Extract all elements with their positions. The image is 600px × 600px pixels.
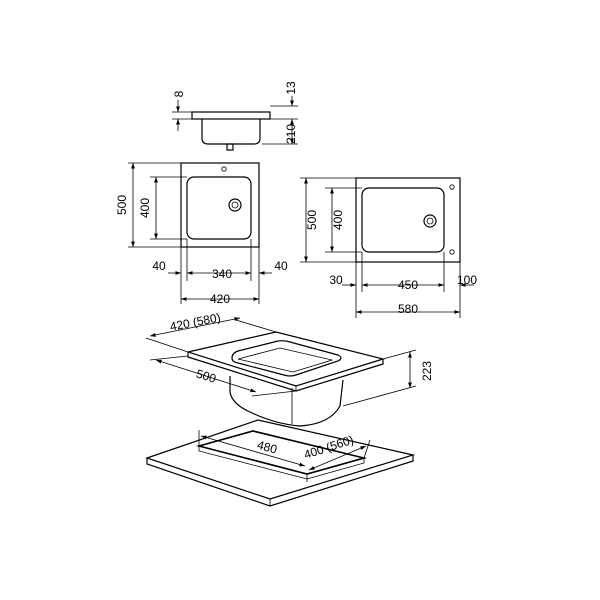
iso-sink-top-surface	[185, 331, 386, 387]
dim-large-bowl-height: 400	[331, 210, 345, 230]
dim-large-bowl-width: 450	[398, 278, 418, 292]
dim-small-bowl-width: 340	[212, 267, 232, 281]
large-sink-bowl	[361, 187, 445, 253]
dim-cut-depth: 480	[256, 438, 279, 457]
countertop-edge	[146, 455, 414, 507]
dim-iso-height: 223	[420, 361, 434, 381]
side-bowl	[201, 119, 261, 145]
dim-large-left: 30	[329, 273, 343, 287]
dim-side-depth: 210	[284, 124, 298, 144]
large-sink-outline	[355, 177, 461, 263]
dim-small-left: 40	[152, 259, 166, 273]
iso-sink-bowl-body	[229, 376, 344, 427]
dim-large-width: 580	[398, 302, 418, 316]
top-view-large-sink: 500 400 30 450 100 580	[300, 177, 477, 318]
countertop-surface	[145, 419, 416, 500]
countertop-cutout-view: 480 400 (560)	[145, 419, 416, 507]
large-sink-drain	[423, 214, 437, 228]
top-view-small-sink: 500 400 40 340 40 420	[115, 162, 288, 306]
dim-large-height: 500	[305, 210, 319, 230]
dim-iso-width: 420 (580)	[169, 310, 222, 334]
dim-small-right: 40	[274, 259, 288, 273]
small-sink-outline	[180, 162, 260, 248]
side-elevation-view: 8 13 210	[172, 81, 298, 151]
isometric-sink-view: 420 (580) 500 223	[145, 310, 434, 427]
dim-side-top: 13	[284, 81, 298, 95]
side-drain	[226, 143, 234, 151]
small-sink-bowl	[186, 176, 252, 240]
small-sink-tap-hole	[221, 166, 227, 172]
large-sink-overflow-hole	[449, 249, 455, 255]
large-sink-tap-hole	[449, 184, 455, 190]
dim-small-height: 500	[115, 195, 129, 215]
dim-side-rim: 8	[172, 90, 186, 97]
dim-iso-depth: 500	[195, 367, 219, 386]
dim-cut-width: 400 (560)	[302, 433, 355, 462]
dim-small-width: 420	[210, 292, 230, 306]
small-sink-drain	[228, 198, 242, 212]
side-rim	[191, 111, 271, 120]
dim-large-right: 100	[457, 273, 477, 287]
dim-small-bowl-height: 400	[138, 198, 152, 218]
